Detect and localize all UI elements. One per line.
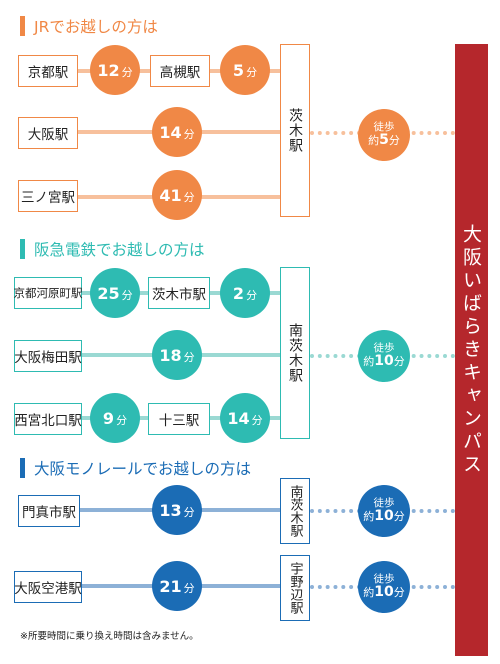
- jr-walk-circle: 徒歩 約5分: [358, 109, 410, 161]
- hankyu-walk-num: 10: [374, 353, 394, 370]
- mono-walk-unit: 分: [393, 510, 405, 524]
- hankyu-walk-prefix: 約: [363, 355, 375, 369]
- jr-walk-num: 5: [379, 132, 389, 149]
- mono-walk-circle-2: 徒歩 約10分: [358, 561, 410, 613]
- jr-dest-ibaraki: 茨木駅: [280, 44, 310, 217]
- jr-walk-prefix: 約: [368, 134, 380, 148]
- hankyu-time-3b: 14: [227, 408, 250, 428]
- mono-walk-num: 10: [374, 584, 394, 601]
- hankyu-time-unit: 分: [246, 288, 258, 302]
- mono-from-osaka-airport: 大阪空港駅: [14, 571, 82, 603]
- jr-time-unit: 分: [183, 190, 195, 204]
- mono-walk-circle-1: 徒歩 約10分: [358, 485, 410, 537]
- jr-time-1b: 5: [232, 60, 245, 80]
- jr-from-osaka: 大阪駅: [18, 117, 78, 149]
- mono-from-kadomashi: 門真市駅: [18, 495, 80, 527]
- jr-time-unit: 分: [246, 65, 258, 79]
- hankyu-via-juso: 十三駅: [148, 403, 210, 435]
- jr-time-unit: 分: [121, 65, 133, 79]
- jr-walk-unit: 分: [388, 134, 400, 148]
- hankyu-time-unit: 分: [251, 413, 263, 427]
- jr-from-kyoto: 京都駅: [18, 55, 78, 87]
- jr-header-bar: [20, 16, 25, 36]
- jr-time-3: 41: [159, 185, 182, 205]
- mono-section-header: 大阪モノレールでお越しの方は: [20, 456, 251, 480]
- hankyu-from-nishinomiya: 西宮北口駅: [14, 403, 82, 435]
- jr-section-title: JRでお越しの方は: [34, 18, 158, 36]
- hankyu-time-unit: 分: [121, 288, 133, 302]
- mono-section-title: 大阪モノレールでお越しの方は: [34, 460, 252, 478]
- hankyu-section-header: 阪急電鉄でお越しの方は: [20, 237, 205, 261]
- hankyu-walk-unit: 分: [393, 355, 405, 369]
- mono-walk-prefix: 約: [363, 510, 375, 524]
- jr-time-unit: 分: [183, 127, 195, 141]
- campus-destination-bar: 大阪いばらきキャンパス: [455, 44, 488, 656]
- hankyu-time-3a: 9: [102, 408, 115, 428]
- hankyu-time-unit: 分: [183, 350, 195, 364]
- jr-from-sannomiya: 三ノ宮駅: [18, 180, 78, 212]
- hankyu-walk-circle: 徒歩 約10分: [358, 330, 410, 382]
- mono-dest-minami-ibaraki: 南茨木駅: [280, 478, 310, 544]
- footnote: ※所要時間に乗り換え時間は含みません。: [20, 631, 199, 642]
- hankyu-via-ibarakishi: 茨木市駅: [148, 277, 210, 309]
- hankyu-time-unit: 分: [116, 413, 128, 427]
- mono-walk-prefix: 約: [363, 586, 375, 600]
- mono-walk-label: 徒歩: [373, 496, 395, 509]
- mono-time-unit: 分: [183, 505, 195, 519]
- hankyu-time-1b: 2: [232, 283, 245, 303]
- hankyu-from-umeda: 大阪梅田駅: [14, 340, 82, 372]
- mono-walk-label: 徒歩: [373, 572, 395, 585]
- jr-section-header: JRでお越しの方は: [20, 14, 158, 38]
- hankyu-header-bar: [20, 239, 25, 259]
- hankyu-walk-label: 徒歩: [373, 341, 395, 354]
- jr-via-takatsuki: 高槻駅: [150, 55, 210, 87]
- hankyu-time-1a: 25: [97, 283, 120, 303]
- mono-walk-num: 10: [374, 508, 394, 525]
- hankyu-from-kawaramachi: 京都河原町駅: [14, 277, 83, 309]
- jr-walk-label: 徒歩: [373, 120, 395, 133]
- hankyu-dest-minami-ibaraki: 南茨木駅: [280, 267, 310, 439]
- mono-time-1: 13: [159, 500, 182, 520]
- mono-header-bar: [20, 458, 25, 478]
- mono-time-unit: 分: [183, 581, 195, 595]
- mono-dest-unobe: 宇野辺駅: [280, 555, 310, 621]
- mono-time-2: 21: [159, 576, 182, 596]
- jr-time-2: 14: [159, 122, 182, 142]
- hankyu-section-title: 阪急電鉄でお越しの方は: [34, 241, 205, 259]
- mono-walk-unit: 分: [393, 586, 405, 600]
- jr-time-1a: 12: [97, 60, 120, 80]
- hankyu-time-2: 18: [159, 345, 182, 365]
